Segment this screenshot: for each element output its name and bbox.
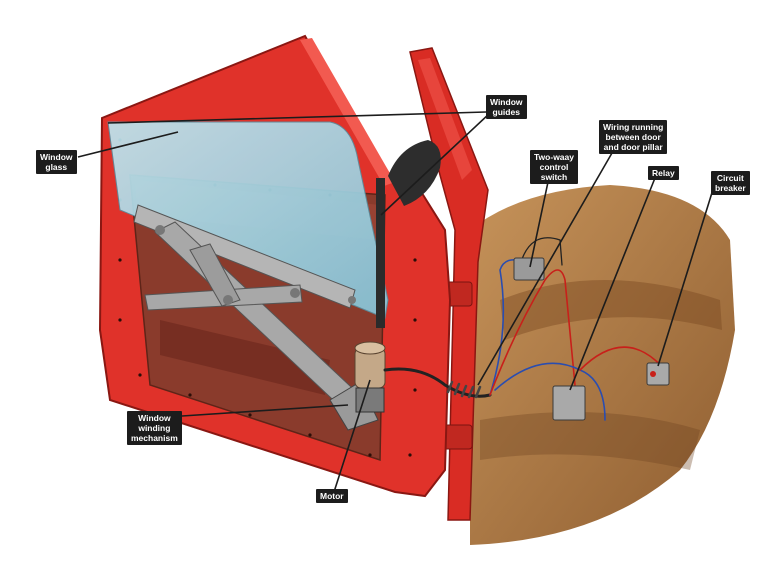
winding-mechanism bbox=[133, 204, 379, 431]
breaker-button bbox=[650, 371, 656, 377]
relay bbox=[552, 385, 586, 421]
window-guide-rail bbox=[376, 178, 385, 328]
label-winding-mechanism: Window winding mechanism bbox=[127, 411, 182, 445]
label-circuit-breaker: Circuit breaker bbox=[711, 171, 750, 195]
label-window-glass: Window glass bbox=[36, 150, 77, 174]
circuit-breaker bbox=[646, 362, 670, 386]
car-interior bbox=[470, 185, 735, 545]
label-control-switch: Two-waay control switch bbox=[530, 150, 578, 184]
door-pillar bbox=[409, 47, 489, 521]
leader-lines bbox=[77, 111, 716, 493]
side-mirror bbox=[388, 140, 441, 206]
label-wiring: Wiring running between door and door pil… bbox=[599, 120, 668, 154]
label-motor: Motor bbox=[316, 489, 348, 503]
window-glass bbox=[107, 121, 389, 319]
control-switch bbox=[513, 257, 545, 281]
label-relay: Relay bbox=[648, 166, 679, 180]
motor bbox=[354, 341, 386, 413]
label-window-guides: Window guides bbox=[486, 95, 527, 119]
